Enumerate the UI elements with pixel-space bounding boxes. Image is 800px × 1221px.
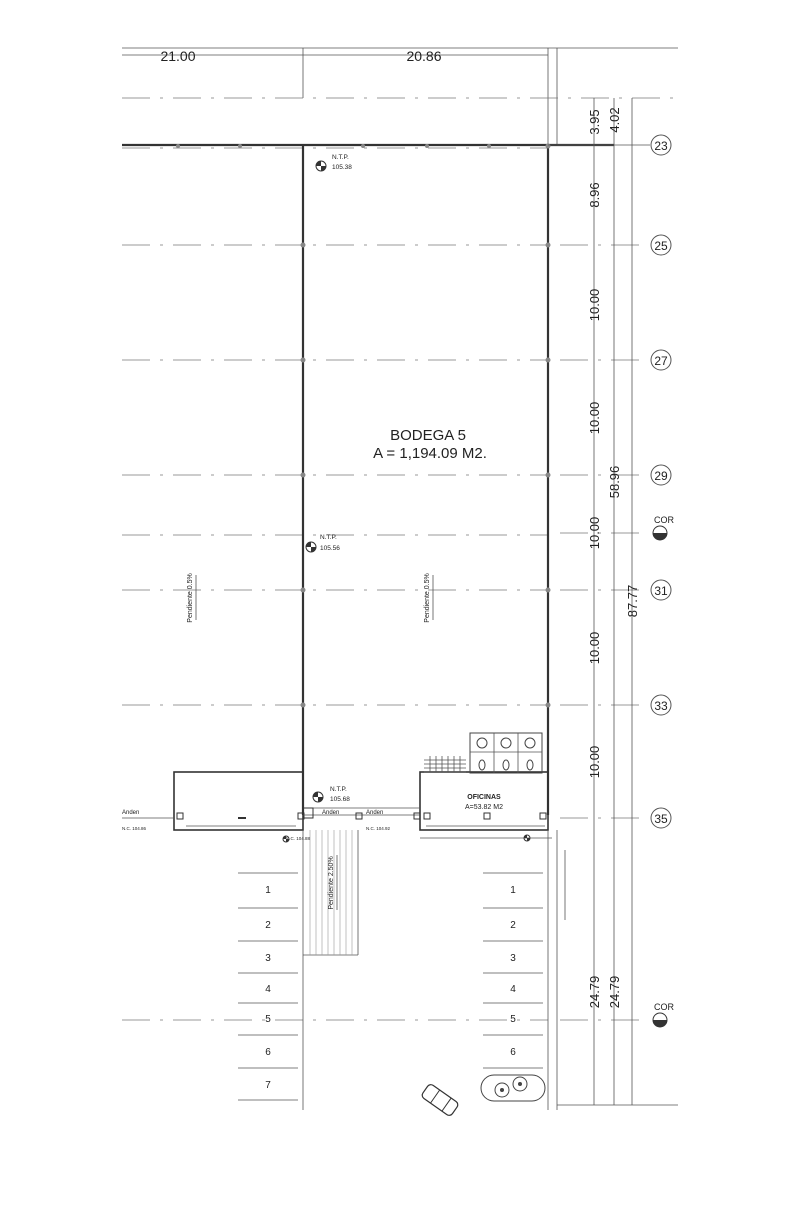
level-marker-icon [315, 160, 327, 172]
parking-stall-left: 7 [265, 1080, 271, 1091]
axis-label: 23 [654, 139, 668, 153]
ntp-label: N.T.P. [332, 154, 349, 161]
small-level: N.C. 104.92 [366, 826, 391, 831]
parking-stall-left: 2 [265, 920, 271, 931]
car-icon [421, 1084, 459, 1116]
level-mark-1: N.T.P. 105.38 [315, 154, 352, 172]
dim-segment: 10.00 [587, 402, 602, 435]
dim-mid: 4.02 [607, 107, 622, 132]
dim-mid: 58.96 [607, 466, 622, 499]
anden-label: Anden [366, 810, 383, 816]
grid-axis-bubbles: 23 25 27 29 31 33 35 [548, 134, 672, 829]
dim-mid: 24.79 [607, 976, 622, 1009]
top-dim-left: 21.00 [160, 48, 195, 64]
warehouse-walls [122, 143, 614, 815]
cor-label: COR [654, 515, 675, 525]
small-level: N.C. 104.86 [122, 826, 147, 831]
right-dimension-values: 3.95 8.96 10.00 10.00 10.00 10.00 10.00 … [587, 107, 640, 1008]
axis-label: 29 [654, 469, 668, 483]
ntp-value: 105.68 [330, 796, 350, 803]
dim-overall: 87.77 [625, 585, 640, 618]
dim-segment: 3.95 [587, 109, 602, 134]
parking-stall-right: 6 [510, 1047, 516, 1058]
landscape-objects [421, 1074, 546, 1116]
parking-numbers-right: 1 2 3 4 5 6 [510, 885, 516, 1058]
slope-label: Pendiente 0.5% [187, 573, 194, 622]
level-marker-icon [305, 541, 317, 553]
parking-stall-left: 1 [265, 885, 271, 896]
cor-label: COR [654, 1002, 675, 1012]
dim-segment: 24.79 [587, 976, 602, 1009]
parking-stall-right: 1 [510, 885, 516, 896]
section-marker-icon [652, 1012, 668, 1028]
parking-numbers-left: 1 2 3 4 5 6 7 [265, 885, 271, 1091]
anden-label: Anden [322, 810, 339, 816]
slope-label: Pendiente 0.5% [424, 573, 431, 622]
dim-segment: 10.00 [587, 517, 602, 550]
offices-name: OFICINAS [467, 794, 501, 801]
axis-label: 33 [654, 699, 668, 713]
parking-stall-left: 4 [265, 984, 271, 995]
parking-stall-left: 3 [265, 953, 271, 964]
parking-stall-right: 2 [510, 920, 516, 931]
axis-label: 27 [654, 354, 668, 368]
parking-stall-left: 5 [265, 1014, 271, 1025]
parking-stall-right: 3 [510, 953, 516, 964]
anden-label: Anden [122, 810, 139, 816]
parking-stall-right: 4 [510, 984, 516, 995]
cor-marker-1: COR [652, 515, 675, 541]
left-loading-dock [122, 771, 305, 831]
stairs-and-toilets [424, 732, 543, 774]
level-mark-2: N.T.P. 105.56 [305, 534, 340, 553]
section-marker-icon [652, 525, 668, 541]
axis-label: 25 [654, 239, 668, 253]
ntp-value: 105.56 [320, 545, 340, 552]
parking-stall-right: 5 [510, 1014, 516, 1025]
warehouse-name: BODEGA 5 [390, 427, 466, 444]
ntp-label: N.T.P. [320, 534, 337, 541]
offices-block: OFICINAS A=53.82 M2 [419, 771, 552, 839]
cor-marker-2: COR [652, 1002, 675, 1028]
dim-segment: 8.96 [587, 182, 602, 207]
ntp-label: N.T.P. [330, 786, 347, 793]
axis-label: 35 [654, 812, 668, 826]
level-mark-3: N.T.P. 105.68 [312, 786, 350, 803]
ntp-value: 105.38 [332, 164, 352, 171]
central-ramp [302, 807, 421, 1110]
grid-lines [122, 97, 678, 1021]
axis-label: 31 [654, 584, 668, 598]
level-marker-icon [523, 834, 531, 842]
level-marker-icon [282, 835, 290, 843]
offices-area: A=53.82 M2 [465, 804, 503, 811]
level-marker-icon [312, 791, 324, 803]
dim-segment: 10.00 [587, 746, 602, 779]
dim-segment: 10.00 [587, 632, 602, 665]
slope-label: Pendiente 2.50% [328, 856, 335, 909]
parking-stall-left: 6 [265, 1047, 271, 1058]
top-dim-right: 20.86 [406, 48, 441, 64]
warehouse-area: A = 1,194.09 M2. [373, 445, 487, 462]
top-dimension-strip: 21.00 20.86 [122, 47, 678, 145]
parking-lines [238, 830, 566, 1110]
small-level: N.C. 104.88 [286, 836, 311, 841]
dim-segment: 10.00 [587, 289, 602, 322]
